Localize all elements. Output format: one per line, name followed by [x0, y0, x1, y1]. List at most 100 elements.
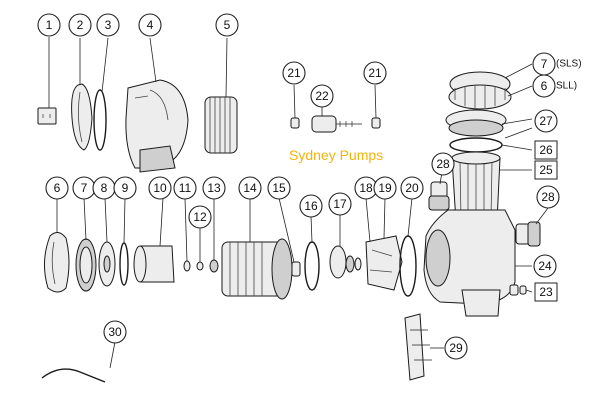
part-15-shaft-end: [291, 261, 301, 277]
callout-20: 20: [400, 176, 424, 200]
svg-text:21: 21: [368, 66, 382, 80]
svg-text:21: 21: [287, 66, 301, 80]
svg-text:4: 4: [147, 18, 154, 32]
svg-text:30: 30: [108, 325, 122, 339]
part-7-fan-ring: [75, 238, 97, 292]
svg-text:15: 15: [272, 181, 286, 195]
callout-2: 2: [68, 13, 92, 37]
part-10-bearing-housing: [133, 245, 175, 283]
svg-text:13: 13: [207, 181, 221, 195]
watermark-text: Sydney Pumps: [289, 147, 383, 163]
callout-7: 7: [72, 176, 96, 200]
callout-10: 10: [148, 176, 172, 200]
svg-text:9: 9: [122, 181, 129, 195]
part-9-ring: [119, 242, 129, 286]
callout-15: 15: [267, 176, 291, 200]
callout-4: 4: [138, 13, 162, 37]
part-1-label-plate: [37, 107, 57, 125]
callout-30: 30: [103, 320, 127, 344]
svg-text:23: 23: [539, 285, 553, 299]
part-22-shaft: [311, 115, 362, 133]
part-18-diffuser: [365, 235, 403, 291]
svg-text:7: 7: [541, 57, 548, 71]
callout-7-sls: 7 (SLS): [532, 52, 582, 76]
part-14-motor-stator: [221, 238, 293, 300]
svg-text:6: 6: [541, 79, 548, 93]
part-5-motor-body: [204, 96, 238, 154]
svg-text:8: 8: [101, 181, 108, 195]
part-30-wire-clip: [41, 368, 106, 383]
part-28-union-side: [515, 221, 541, 247]
callout-21-left: 21: [282, 61, 306, 85]
callout-6-sll: 6 SLL): [532, 74, 577, 98]
part-11-washer: [183, 260, 191, 272]
part-4-motor-shroud: [125, 79, 189, 173]
callout-26: 26: [534, 140, 558, 160]
callout-28-top: 28: [431, 152, 455, 176]
part-12-seal: [196, 261, 204, 271]
part-21-cap-right: [371, 117, 381, 129]
callout-16: 16: [299, 194, 323, 218]
callout-5: 5: [215, 13, 239, 37]
svg-text:18: 18: [359, 181, 373, 195]
svg-text:24: 24: [538, 259, 552, 273]
part-lid-ring-top: [448, 71, 512, 110]
part-17-impeller: [329, 245, 362, 279]
callout-25: 25: [534, 160, 558, 180]
part-29-bracket: [404, 313, 432, 381]
part-24-pump-housing: [423, 209, 516, 317]
callout-21-right: 21: [363, 61, 387, 85]
callout-27: 27: [534, 109, 558, 133]
callout-13: 13: [202, 176, 226, 200]
callout-18: 18: [354, 176, 378, 200]
part-21-cap-left: [290, 117, 300, 129]
svg-text:28: 28: [436, 157, 450, 171]
svg-text:26: 26: [539, 143, 553, 157]
svg-text:7: 7: [81, 181, 88, 195]
part-2-side-cover: [71, 83, 93, 151]
svg-text:22: 22: [315, 89, 329, 103]
callout-9: 9: [113, 176, 137, 200]
part-20-o-ring: [399, 235, 417, 297]
callout-28-side: 28: [536, 185, 560, 209]
part-26-o-ring: [449, 137, 503, 153]
callout-29: 29: [444, 336, 468, 360]
svg-text:SLL): SLL): [556, 81, 577, 92]
part-16-gasket: [304, 241, 320, 291]
svg-text:20: 20: [405, 181, 419, 195]
svg-text:3: 3: [105, 18, 112, 32]
svg-text:1: 1: [46, 18, 53, 32]
part-3-o-ring: [93, 89, 107, 151]
part-13-bearing: [209, 259, 219, 273]
svg-text:16: 16: [304, 199, 318, 213]
svg-text:12: 12: [193, 210, 207, 224]
svg-text:29: 29: [449, 341, 463, 355]
callout-19: 19: [373, 176, 397, 200]
part-23-drain-plugs: [509, 284, 527, 296]
svg-text:19: 19: [378, 181, 392, 195]
svg-text:10: 10: [153, 181, 167, 195]
svg-text:11: 11: [179, 181, 192, 195]
part-8-fan: [98, 241, 116, 287]
part-27-lid: [445, 109, 507, 137]
callout-14: 14: [238, 176, 262, 200]
svg-text:17: 17: [333, 197, 347, 211]
svg-text:5: 5: [224, 18, 231, 32]
part-28-union-top: [428, 181, 450, 211]
leader-lines: [48, 37, 549, 369]
part-6-end-cover: [44, 232, 70, 293]
callout-12: 12: [188, 205, 212, 229]
callout-17: 17: [328, 192, 352, 216]
callout-3: 3: [96, 13, 120, 37]
callout-23: 23: [534, 282, 558, 302]
svg-text:14: 14: [243, 181, 257, 195]
svg-text:25: 25: [539, 163, 553, 177]
svg-text:27: 27: [539, 114, 553, 128]
svg-text:28: 28: [541, 190, 555, 204]
svg-text:2: 2: [77, 18, 84, 32]
callout-11: 11: [173, 176, 197, 200]
svg-text:(SLS): (SLS): [556, 59, 582, 70]
callout-22: 22: [310, 84, 334, 108]
